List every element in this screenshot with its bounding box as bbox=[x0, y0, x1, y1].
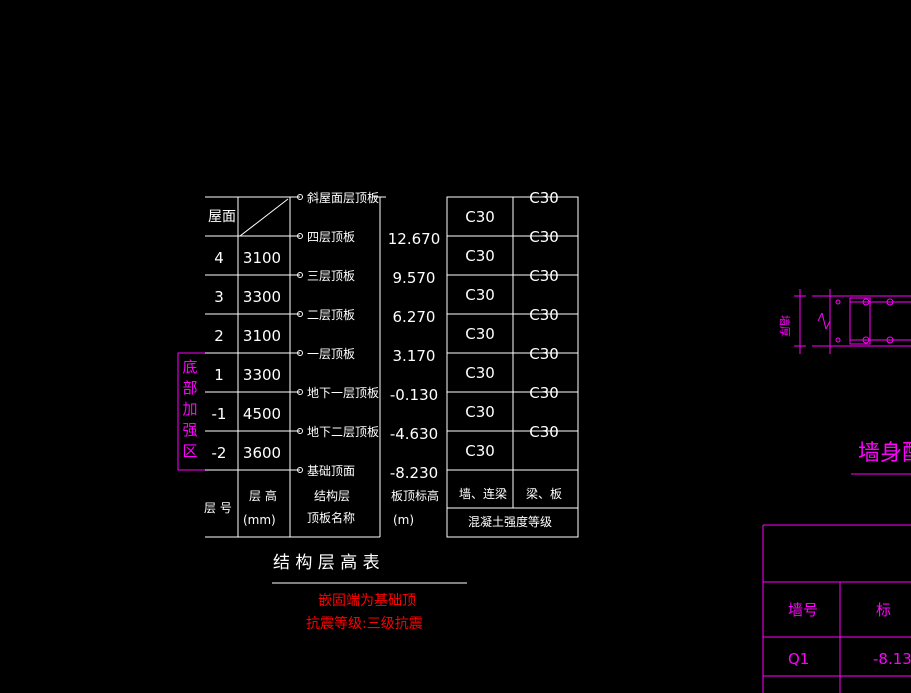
elevation-value: -0.130 bbox=[390, 386, 438, 404]
floor-number: 2 bbox=[214, 327, 224, 345]
leader-dots bbox=[297, 194, 303, 473]
elevation-value: 12.670 bbox=[388, 230, 441, 248]
slab-name: 斜屋面层顶板 bbox=[307, 191, 379, 205]
header-elevation-unit: (m) bbox=[393, 513, 414, 527]
slab-name: 地下二层顶板 bbox=[307, 425, 379, 439]
floor-height: 3100 bbox=[243, 327, 281, 345]
slab-name: 基础顶面 bbox=[307, 464, 355, 478]
slab-name: 一层顶板 bbox=[307, 347, 355, 361]
note-seismic: 抗震等级:三级抗震 bbox=[306, 615, 423, 632]
header-elevation: 板顶标高 bbox=[391, 488, 439, 503]
reinforced-zone-char: 底 bbox=[182, 358, 197, 376]
wall-concrete-grade: C30 bbox=[465, 325, 495, 343]
beam-concrete-grade: C30 bbox=[529, 228, 559, 246]
beam-concrete-grade: C30 bbox=[529, 306, 559, 324]
floor-number: -1 bbox=[212, 405, 227, 423]
slab-name: 三层顶板 bbox=[307, 269, 355, 283]
floor-height: 3600 bbox=[243, 444, 281, 462]
wall-concrete-grade: C30 bbox=[465, 403, 495, 421]
slab-name: 地下一层顶板 bbox=[307, 386, 379, 400]
header-slab-name-2: 顶板名称 bbox=[307, 510, 355, 525]
header-floor-height-unit: (mm) bbox=[243, 513, 276, 527]
floor-number: 1 bbox=[214, 366, 224, 384]
table-title: 结 构 层 高 表 bbox=[273, 553, 380, 573]
floor-height-column: 3100 3300 3100 3300 4500 3600 bbox=[243, 249, 281, 462]
wall-concrete-grade: C30 bbox=[465, 442, 495, 460]
header-concrete-grade: 混凝土强度等级 bbox=[468, 514, 552, 529]
reinforced-zone-char: 区 bbox=[182, 442, 197, 460]
wall-thickness-label: 墙厚 bbox=[778, 315, 792, 337]
header-wall: 墙、连梁 bbox=[459, 486, 507, 501]
beam-concrete-grade: C30 bbox=[529, 423, 559, 441]
table-grid bbox=[205, 196, 579, 584]
wall-concrete-grade: C30 bbox=[465, 364, 495, 382]
slab-name: 四层顶板 bbox=[307, 230, 355, 244]
beam-concrete-grade: C30 bbox=[529, 267, 559, 285]
header-floor-height: 层 高 bbox=[249, 488, 277, 503]
wall-reinforcement-title: 墙身配筋 bbox=[858, 441, 911, 466]
floor-height: 3100 bbox=[243, 249, 281, 267]
floor-number: 4 bbox=[214, 249, 224, 267]
col-mark: 标 bbox=[876, 601, 891, 619]
floor-number-column: 4 3 2 1 -1 -2 bbox=[212, 249, 227, 462]
wall-reinforcement-table bbox=[762, 524, 911, 693]
col-wall-no: 墙号 bbox=[788, 601, 818, 619]
floor-height: 3300 bbox=[243, 366, 281, 384]
reinforced-zone-bracket bbox=[177, 352, 205, 471]
elevation-value: 9.570 bbox=[393, 269, 436, 287]
beam-concrete-grade: C30 bbox=[529, 384, 559, 402]
beam-concrete-grade: C30 bbox=[529, 189, 559, 207]
row-wall-no: Q1 bbox=[788, 650, 809, 668]
wall-concrete-grade: C30 bbox=[465, 247, 495, 265]
header-slab-name-1: 结构层 bbox=[314, 488, 350, 503]
row-value: -8.130 bbox=[873, 650, 911, 668]
reinforced-zone-char: 强 bbox=[182, 421, 197, 439]
roof-label: 屋面 bbox=[208, 209, 236, 225]
wall-concrete-grade: C30 bbox=[465, 286, 495, 304]
floor-number: 3 bbox=[214, 288, 224, 306]
elevation-value: 6.270 bbox=[393, 308, 436, 326]
beam-concrete-grade: C30 bbox=[529, 345, 559, 363]
reinforced-zone-char: 加 bbox=[182, 400, 197, 418]
header-beam: 梁、板 bbox=[526, 486, 562, 501]
floor-number: -2 bbox=[212, 444, 227, 462]
wall-concrete-grade: C30 bbox=[465, 208, 495, 226]
elevation-value: 3.170 bbox=[393, 347, 436, 365]
reinforced-zone-char: 部 bbox=[182, 379, 197, 397]
floor-height: 4500 bbox=[243, 405, 281, 423]
elevation-value: -4.630 bbox=[390, 425, 438, 443]
wall-section-detail bbox=[794, 289, 911, 475]
note-embedment: 嵌固端为基础顶 bbox=[318, 592, 416, 609]
floor-height: 3300 bbox=[243, 288, 281, 306]
header-floor-no: 层 号 bbox=[204, 501, 232, 515]
slab-name: 二层顶板 bbox=[307, 308, 355, 322]
elevation-column: 12.670 9.570 6.270 3.170 -0.130 -4.630 -8.230 bbox=[388, 230, 441, 482]
elevation-value: -8.230 bbox=[390, 464, 438, 482]
